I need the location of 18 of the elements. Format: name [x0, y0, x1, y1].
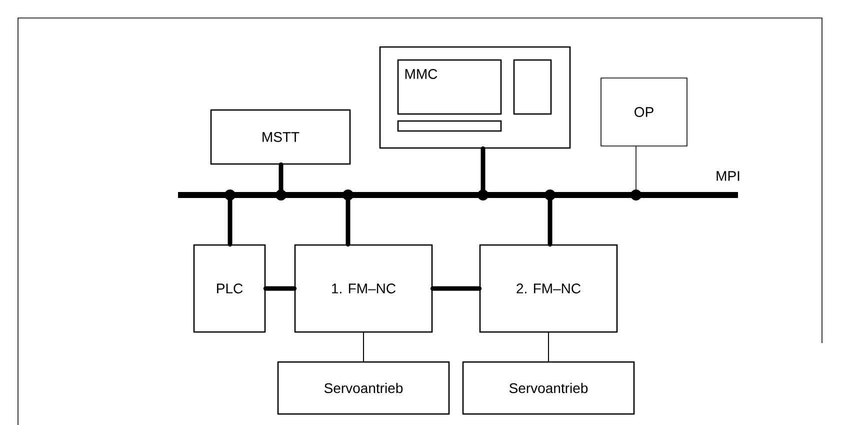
device-box: Servoantrieb	[277, 361, 450, 415]
operator-panel-box: OP	[600, 78, 688, 146]
bus-tap-line	[342, 190, 354, 247]
connector-line	[548, 332, 549, 362]
monitor-drawing: MMC	[379, 46, 571, 149]
bus-tap-line	[478, 146, 488, 200]
device-box: 1. FM–NC	[294, 244, 433, 333]
device-box: PLC	[193, 244, 266, 333]
connector-line	[363, 332, 364, 362]
device-box: 2. FM–NC	[479, 244, 618, 333]
connector-line	[263, 286, 297, 291]
bus-tap-line	[630, 146, 642, 200]
device-box: Servoantrieb	[462, 361, 635, 415]
bus-tap-line	[224, 190, 236, 247]
device-box: MSTT	[210, 109, 351, 165]
bus-tap-line	[276, 162, 286, 200]
connector-line	[430, 286, 482, 291]
bus-tap-line	[544, 190, 556, 247]
